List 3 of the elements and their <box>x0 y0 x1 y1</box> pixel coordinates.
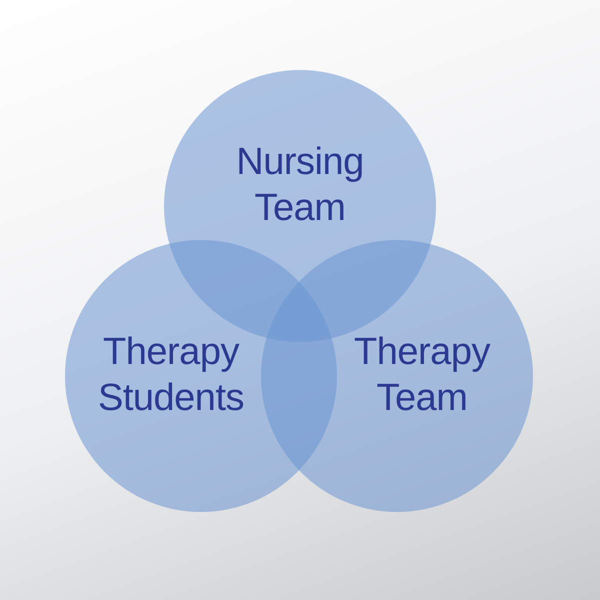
circle-label: Therapy Students <box>97 330 245 421</box>
circle-label: Therapy Team <box>353 330 492 421</box>
circle-label: Nursing Team <box>235 140 365 231</box>
